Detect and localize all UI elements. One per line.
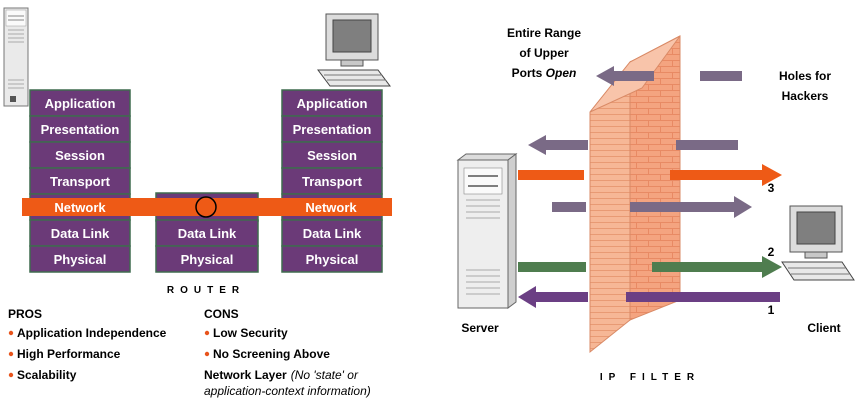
right-network-label: Network <box>305 200 357 215</box>
computer-right-icon <box>317 13 391 87</box>
upper-ports-caption-line-1: Entire Range <box>507 26 581 40</box>
gray-right-bar <box>676 140 738 150</box>
server-label: Server <box>461 321 499 335</box>
right-host-layer-label: Session <box>307 148 357 163</box>
left-host-layer-box <box>29 245 131 273</box>
cons-note-line-1: Network Layer(No 'state' or <box>204 368 359 382</box>
network-band <box>22 196 392 218</box>
arrow-number-1: 1 <box>768 303 775 317</box>
green-arrow-2 <box>518 256 782 278</box>
left-network-label: Network <box>54 200 106 215</box>
left-host-layer-label: Data Link <box>51 226 110 241</box>
pros-bullet-2-icon <box>8 351 14 357</box>
pros-bullet-3-icon <box>8 372 14 378</box>
right-host-layer-label: Presentation <box>293 122 372 137</box>
right-host-layer-label: Transport <box>302 174 363 189</box>
server-tower-right-icon <box>456 153 518 309</box>
router-layer-label: Data Link <box>178 226 237 241</box>
pros-title: PROS <box>8 307 42 321</box>
client-computer-icon <box>781 205 855 281</box>
left-host-stack: ApplicationPresentationSessionTransportD… <box>29 89 131 273</box>
right-host-layer-box <box>281 245 383 273</box>
hackers-caption-line-1: Holes for <box>779 69 831 83</box>
left-host-layer-label: Transport <box>50 174 111 189</box>
firewall-wall-icon <box>589 35 681 354</box>
left-host-layer-label: Physical <box>54 252 107 267</box>
cons-bullet-2-icon <box>204 351 210 357</box>
upper-ports-caption-line-2: of Upper <box>519 46 569 60</box>
cons-title: CONS <box>204 307 239 321</box>
pros-bullet-1-icon <box>8 330 14 336</box>
pros-item-2: High Performance <box>17 347 121 361</box>
cons-item-1: Low Security <box>213 326 288 340</box>
left-host-layer-label: Application <box>45 96 116 111</box>
client-label: Client <box>807 321 840 335</box>
gray-right-arrow <box>552 196 752 218</box>
top-right-hole-bar <box>700 71 742 81</box>
left-host-layer-label: Presentation <box>41 122 120 137</box>
right-host-layer-label: Physical <box>306 252 359 267</box>
left-host-layer-box <box>29 219 131 247</box>
ip-filter-caption: IP FILTER <box>600 372 700 383</box>
upper-ports-caption-line-3: Ports Open <box>512 66 577 80</box>
router-layer-label: Physical <box>181 252 234 267</box>
right-host-layer-label: Application <box>297 96 368 111</box>
right-host-layer-box <box>281 219 383 247</box>
gray-left-arrow <box>528 135 588 155</box>
cons-item-2: No Screening Above <box>213 347 330 361</box>
purple-arrow-1 <box>518 286 780 308</box>
arrow-number-2: 2 <box>768 245 775 259</box>
pros-item-3: Scalability <box>17 368 77 382</box>
right-host-layer-label: Data Link <box>303 226 362 241</box>
router-layer-box <box>155 245 259 273</box>
cons-bullet-1-icon <box>204 330 210 336</box>
top-left-arrow <box>596 66 654 86</box>
right-host-layer-box <box>281 115 383 143</box>
left-host-layer-label: Session <box>55 148 105 163</box>
cons-note-line-2: application-context information) <box>204 384 371 398</box>
router-caption: ROUTER <box>167 285 245 296</box>
right-host-layer-box <box>281 141 383 169</box>
hackers-caption-line-2: Hackers <box>782 89 829 103</box>
pros-item-1: Application Independence <box>17 326 167 340</box>
server-tower-left-icon <box>3 7 29 107</box>
right-host-stack: ApplicationPresentationSessionTransportD… <box>281 89 383 273</box>
arrow-number-3: 3 <box>768 181 775 195</box>
orange-arrow-3 <box>518 164 782 186</box>
